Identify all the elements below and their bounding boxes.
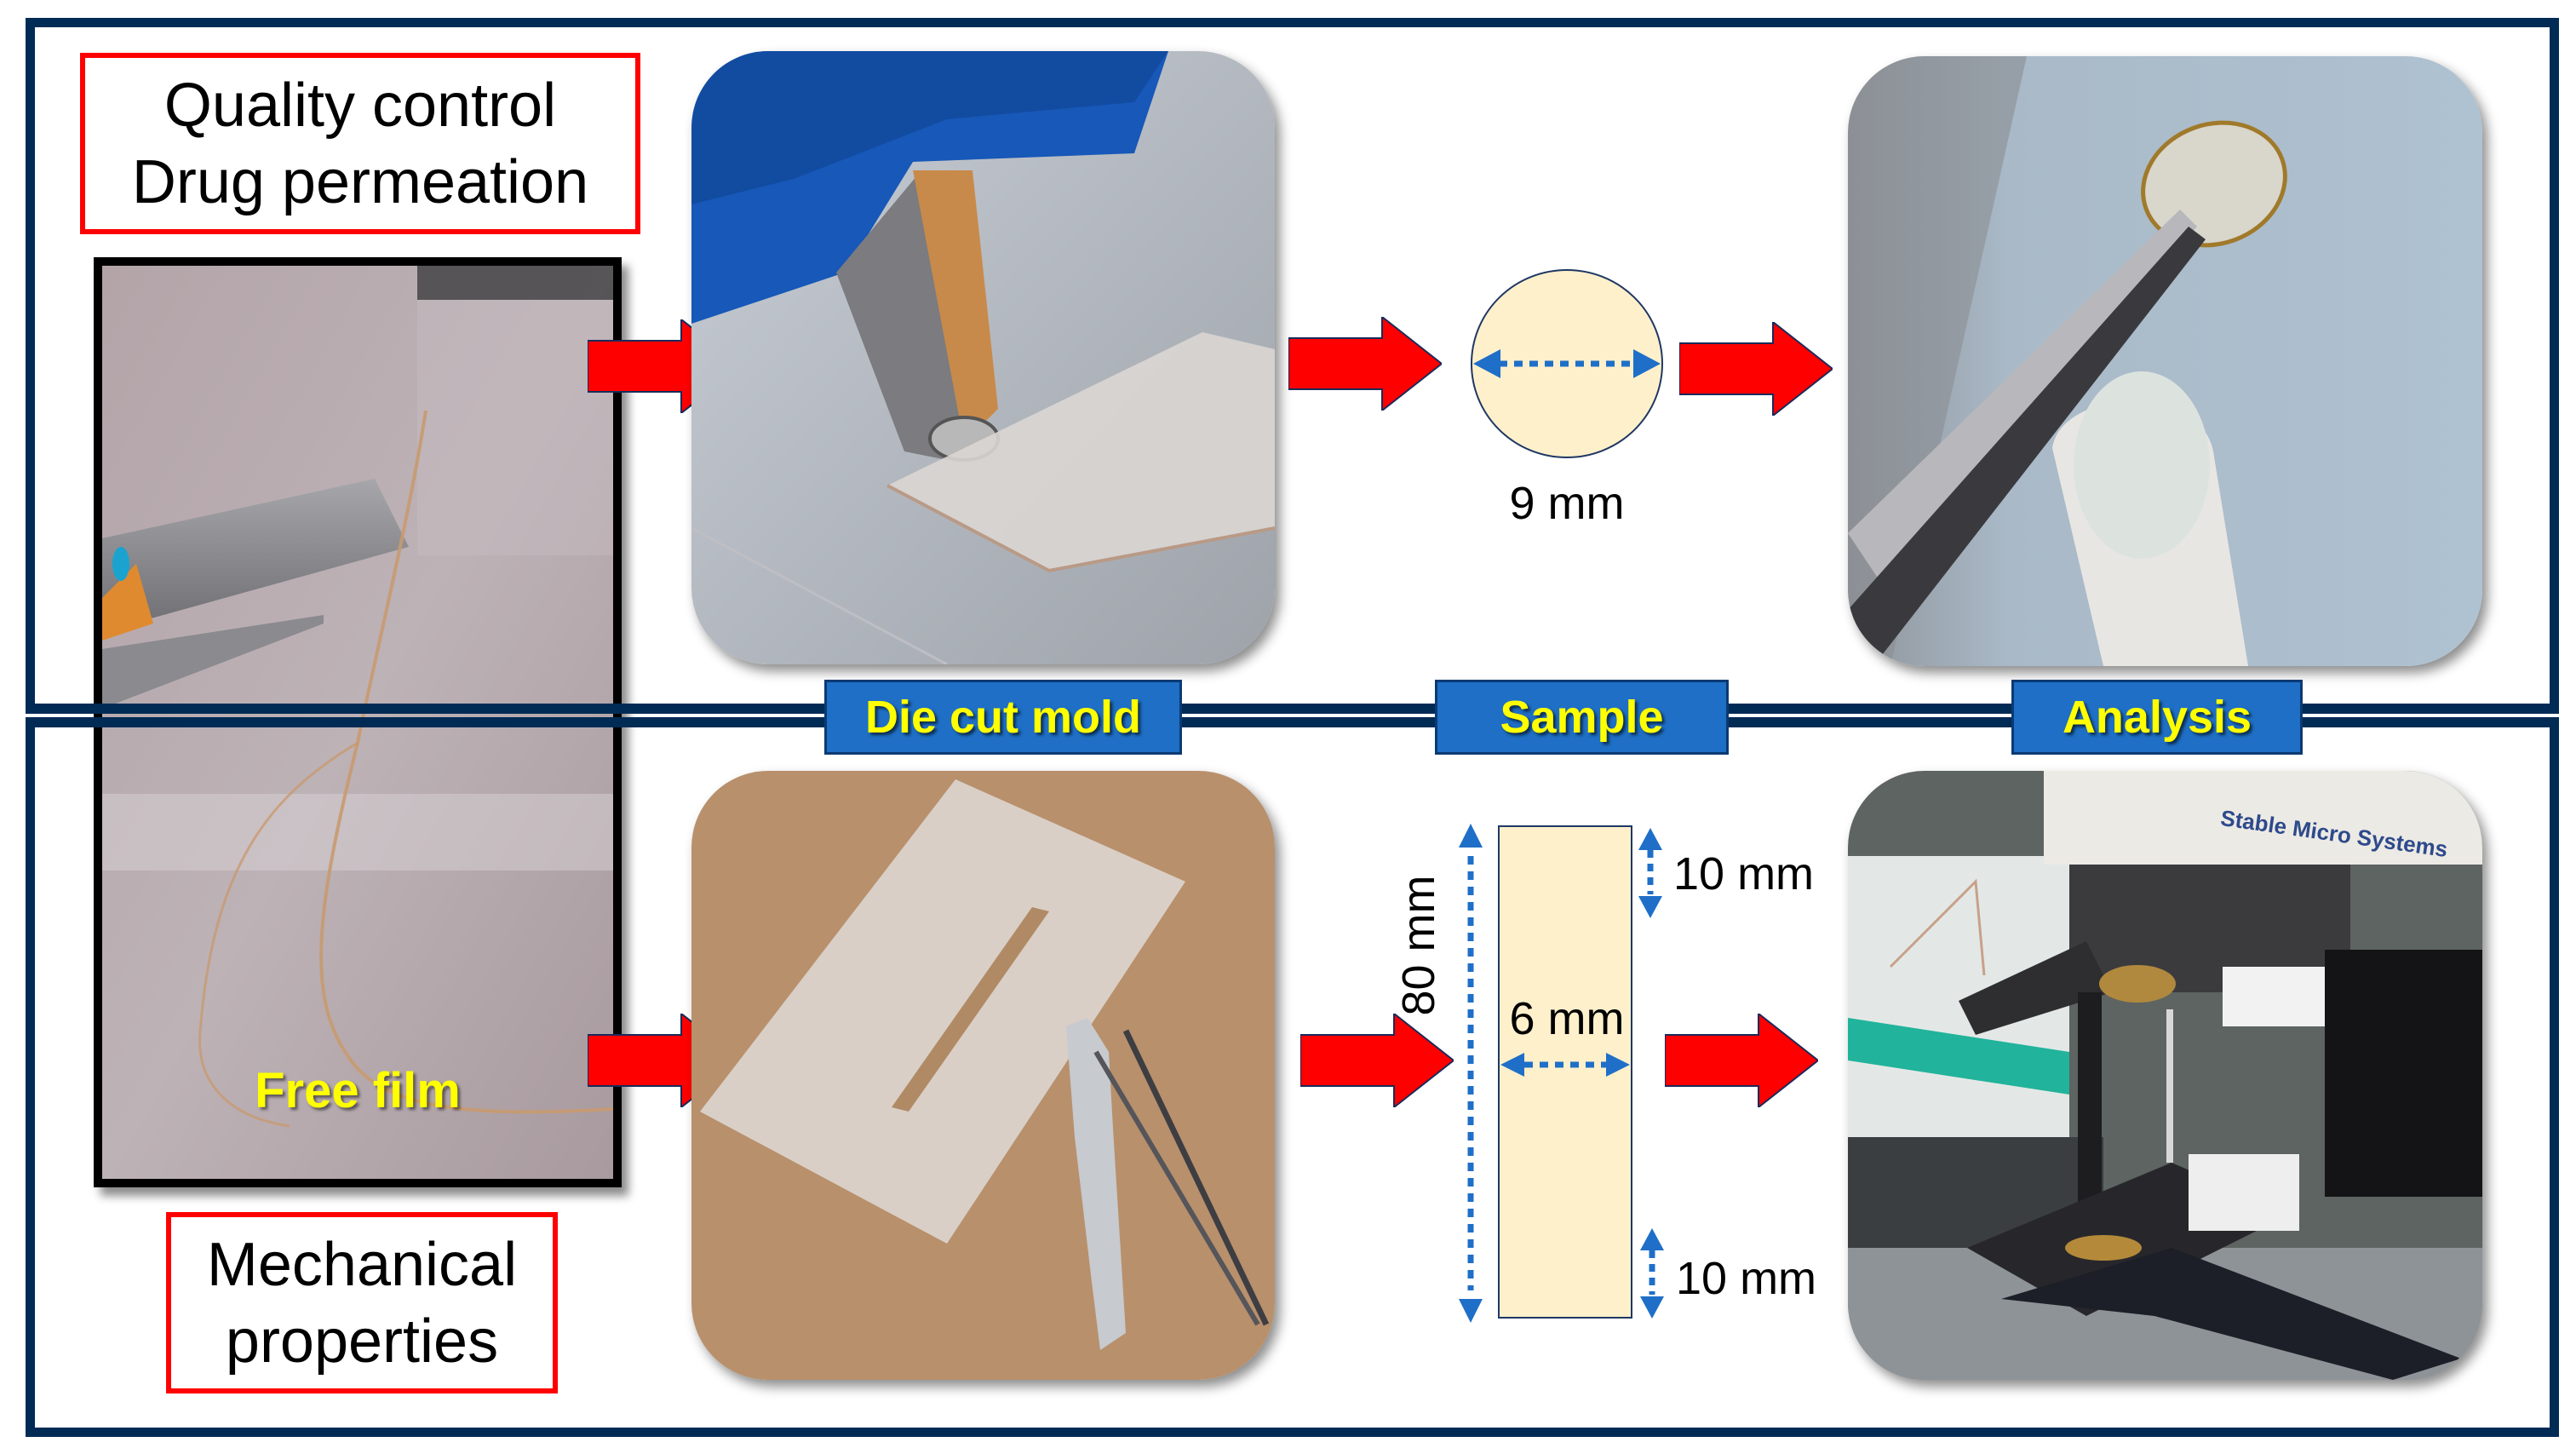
- analysis-photo-bottom-texture-analyzer: Stable Micro Systems: [1848, 771, 2482, 1380]
- grip-top-dimension: [1638, 828, 1662, 918]
- step-label-analysis: Analysis: [2011, 680, 2303, 755]
- title-line-1: Quality control: [164, 71, 557, 140]
- arrow-right-icon: [1288, 317, 1442, 411]
- circle-diameter-label: 9 mm: [1509, 478, 1625, 529]
- divider-line: [26, 717, 2559, 727]
- arrow-right-icon: [1665, 1014, 1818, 1107]
- grip-bottom-dimension: [1640, 1228, 1664, 1319]
- die-cut-mold-photo-top: [691, 51, 1275, 664]
- step-label-sample: Sample: [1435, 680, 1729, 755]
- arrow-right-icon: [1679, 322, 1833, 416]
- title-box-quality-control: Quality control Drug permeation: [80, 53, 640, 234]
- strip-length-label: 80 mm: [1393, 875, 1444, 1016]
- free-film-caption: Free film: [255, 1063, 461, 1118]
- step-label-text: Sample: [1500, 692, 1664, 743]
- grip-bottom-label: 10 mm: [1676, 1253, 1817, 1304]
- grip-top-label: 10 mm: [1673, 848, 1815, 899]
- mech-title-line-2: properties: [225, 1307, 499, 1376]
- step-label-die-cut-mold: Die cut mold: [824, 680, 1182, 755]
- strip-sample-diagram: [1459, 824, 1632, 1323]
- step-label-text: Die cut mold: [864, 692, 1142, 743]
- analysis-photo-top: [1848, 56, 2482, 666]
- step-label-text: Analysis: [2062, 692, 2252, 743]
- mech-title-line-1: Mechanical: [206, 1230, 518, 1299]
- arrow-right-icon: [1300, 1014, 1454, 1107]
- title-box-mechanical-properties: Mechanical properties: [166, 1212, 558, 1393]
- circle-sample-diagram: [1471, 269, 1663, 458]
- divider-line: [26, 704, 2559, 714]
- die-cut-mold-photo-bottom: [691, 771, 1275, 1380]
- strip-width-label: 6 mm: [1509, 993, 1625, 1044]
- title-line-2: Drug permeation: [131, 147, 589, 216]
